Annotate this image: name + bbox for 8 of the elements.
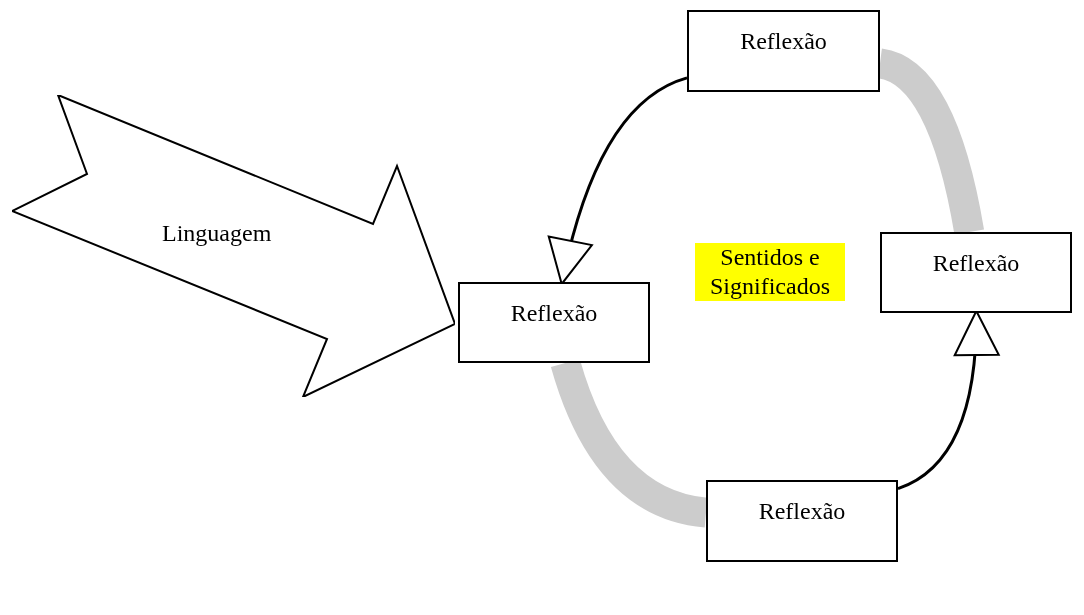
highlighted-text: Sentidos e Significados [695,243,845,301]
block-arrow [12,95,455,397]
arrow-label: Linguagem [162,220,272,247]
process-box: Reflexão [706,480,898,562]
process-box: Reflexão [880,232,1072,313]
process-box: Reflexão [458,282,650,363]
process-box: Reflexão [687,10,880,92]
curved-arrow [548,76,688,285]
